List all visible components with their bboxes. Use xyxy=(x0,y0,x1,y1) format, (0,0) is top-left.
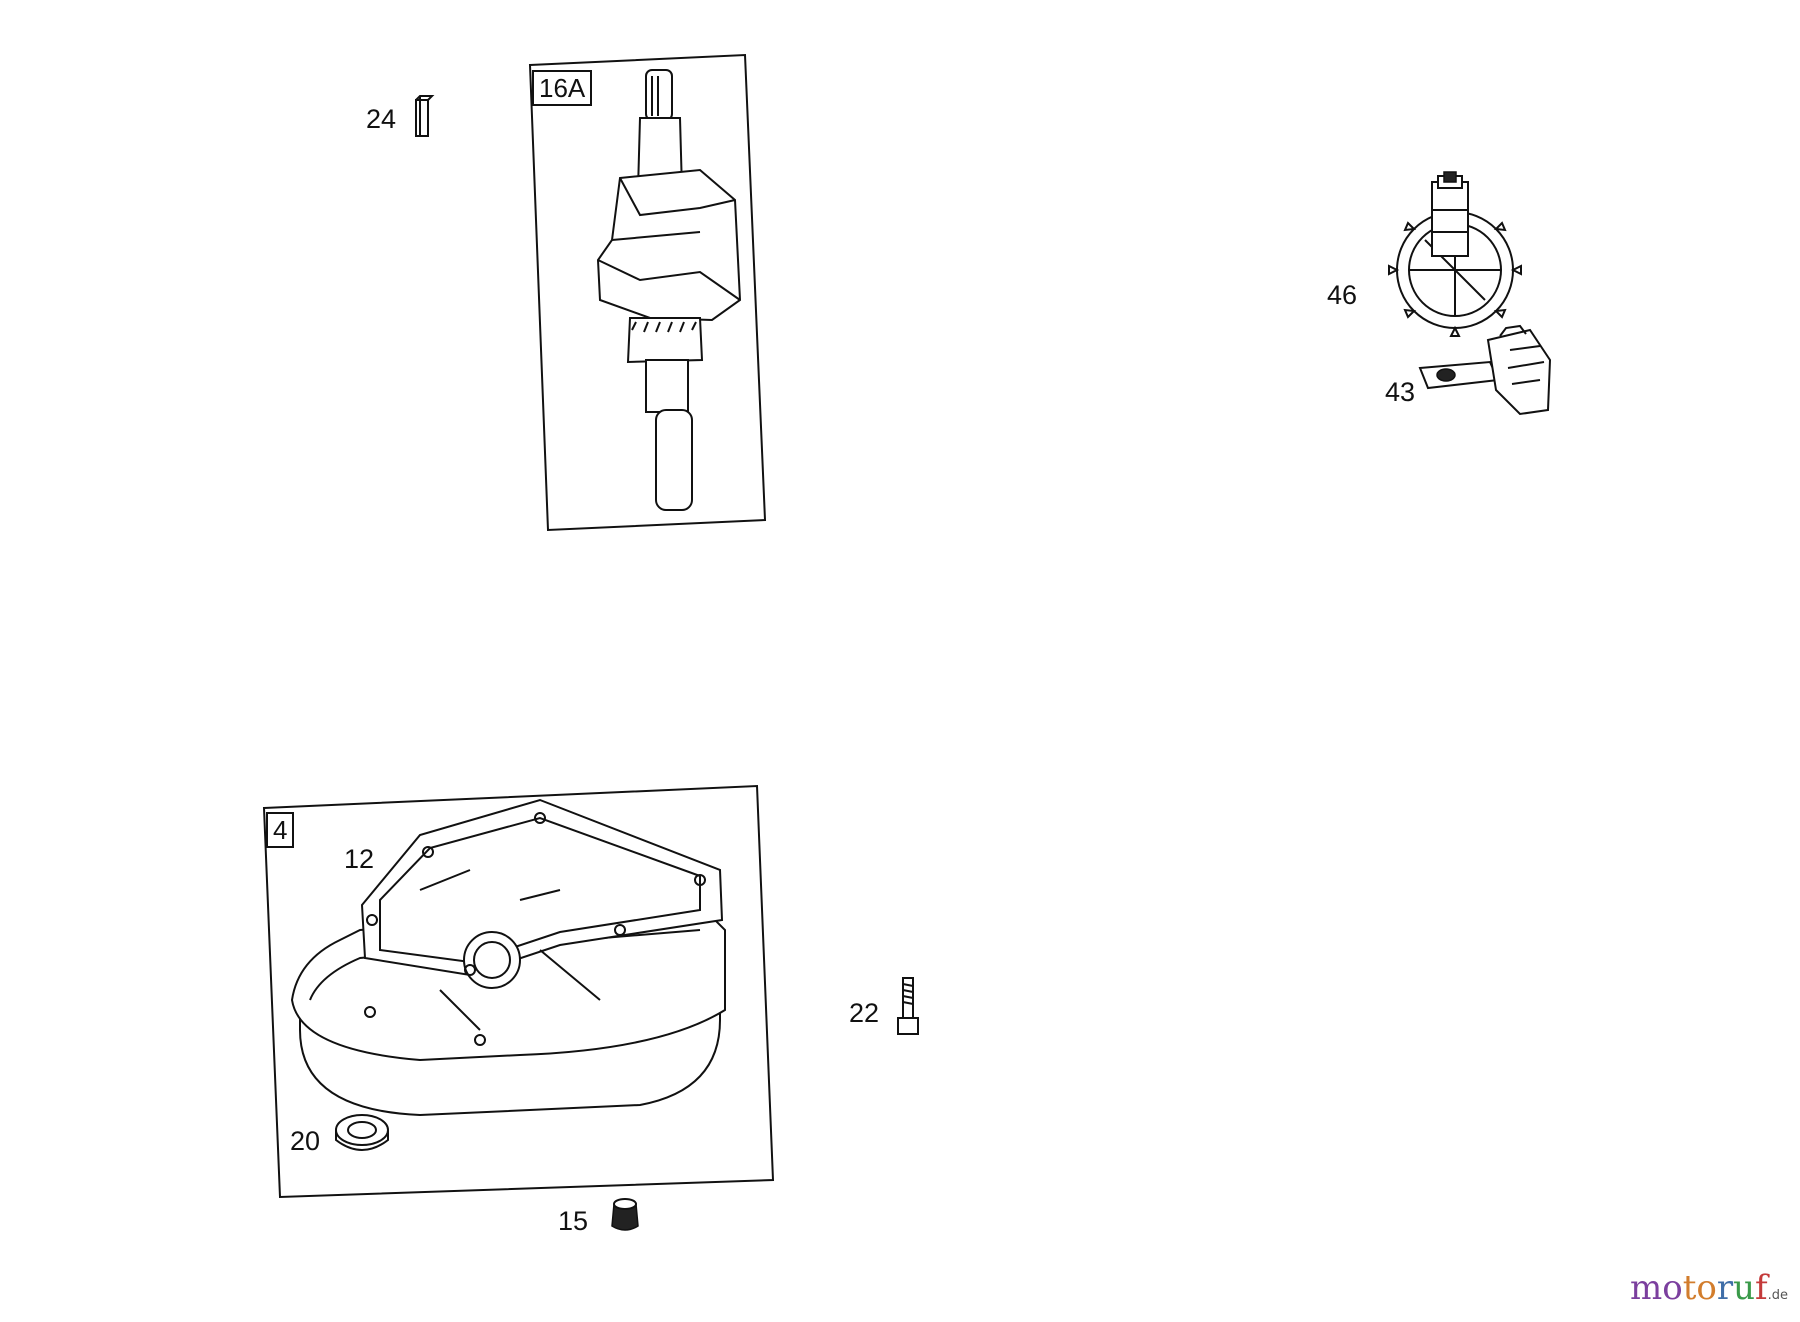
label-24: 24 xyxy=(366,104,397,134)
label-20: 20 xyxy=(290,1126,321,1156)
part-22-bolt xyxy=(897,977,919,1035)
part-20-seal xyxy=(335,1114,389,1151)
part-43-lever xyxy=(1418,324,1552,416)
part-46-cam-gear xyxy=(1388,171,1522,337)
label-43: 43 xyxy=(1385,377,1416,407)
part-15-plug xyxy=(611,1198,639,1231)
label-4: 4 xyxy=(266,812,295,848)
label-12: 12 xyxy=(344,844,375,874)
motoruf-watermark: motoruf.de xyxy=(1629,1268,1788,1308)
label-15: 15 xyxy=(558,1206,589,1236)
part-16a-box xyxy=(528,53,767,532)
part-24-key xyxy=(415,95,435,137)
label-16a: 16A xyxy=(532,70,593,106)
label-22: 22 xyxy=(849,998,880,1028)
sump-drawing xyxy=(290,798,726,1117)
label-46: 46 xyxy=(1327,280,1358,310)
part-4-box xyxy=(262,784,775,1199)
crankshaft-drawing xyxy=(596,69,742,511)
